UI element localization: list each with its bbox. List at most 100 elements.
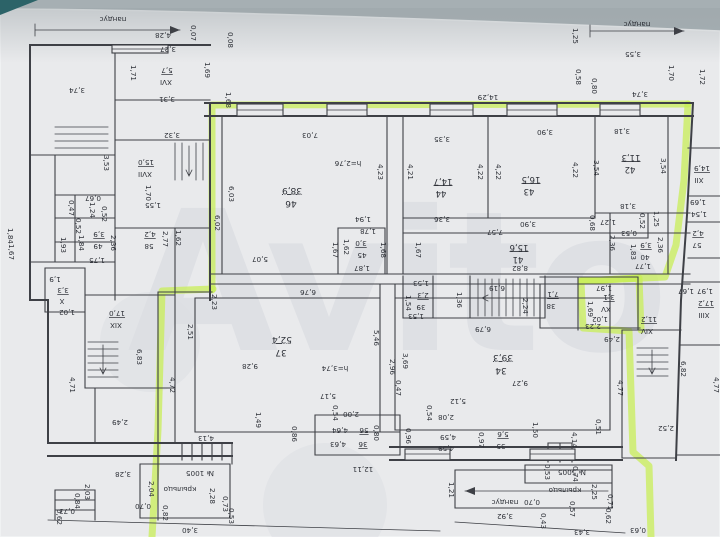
plan-label: 8,82	[512, 264, 528, 273]
plan-label: 4,2	[692, 229, 703, 238]
plan-label: 4,71	[68, 377, 77, 393]
plan-label: 5,7	[161, 66, 172, 75]
plan-label: 41	[513, 254, 524, 264]
plan-label: 39	[416, 303, 426, 312]
plan-label: 0,71	[606, 494, 615, 510]
plan-label: 1,25	[571, 28, 580, 44]
plan-label: крыльцо	[164, 485, 197, 494]
plan-label: 0,82	[161, 505, 170, 521]
plan-label: 0,54	[425, 405, 434, 421]
plan-label: 0,73	[221, 496, 230, 512]
plan-label: 15,0	[138, 158, 154, 167]
plan-label: 1,54	[404, 295, 413, 311]
stairs-icon	[174, 142, 204, 181]
plan-label: № 1005	[186, 469, 214, 478]
plan-label: h=3,74	[321, 364, 348, 373]
plan-label: 0,73	[59, 507, 75, 516]
window-icon	[111, 44, 641, 461]
plan-label: 1,36	[455, 292, 464, 308]
plan-label: 1,69	[690, 198, 706, 207]
plan-label: пандус	[623, 20, 650, 29]
plan-label: 0,62	[604, 508, 613, 524]
plan-label: 7,1	[547, 290, 558, 299]
plan-label: 1,49	[254, 412, 263, 428]
plan-label: 0,53	[543, 464, 552, 480]
paper-top-shading	[0, 8, 720, 63]
stairs-icon	[54, 126, 109, 156]
plan-label: 3,90	[520, 220, 536, 229]
plan-label: 49	[93, 242, 103, 251]
plan-label: 0,80	[590, 78, 599, 94]
plan-label: 11,3	[622, 152, 641, 162]
plan-label: 4,2	[144, 230, 155, 239]
stairs-icon	[477, 278, 537, 317]
plan-label: 0,96	[404, 428, 413, 444]
plan-label: 1,93	[59, 237, 68, 253]
plan-label: 4,22	[571, 162, 580, 178]
plan-label: 1,77	[635, 262, 651, 271]
plan-label: 4,21	[406, 164, 415, 180]
plan-label: 1,68	[224, 92, 233, 108]
plan-label: 56	[359, 426, 369, 435]
watermark-circle	[263, 443, 387, 537]
dimension-arrows	[170, 26, 684, 495]
plan-label: 57	[692, 241, 701, 250]
plan-label: 1,94	[355, 215, 371, 224]
plan-label: 4,59	[440, 433, 456, 442]
plan-label: XVII	[138, 170, 152, 179]
plan-label: 0,47	[394, 380, 403, 396]
plan-label: 2,36	[656, 237, 665, 253]
plan-label: 1,02	[592, 315, 608, 324]
plan-label: 2,23	[210, 294, 219, 310]
arrow-icon	[465, 487, 475, 495]
plan-label: 6,03	[227, 186, 236, 202]
plan-label: 1,97	[596, 284, 612, 293]
plan-label: 6,02	[213, 215, 222, 231]
plan-label: 2,3	[417, 291, 428, 300]
plan-label: 3,0	[355, 239, 367, 248]
plan-label: h=2,76	[334, 159, 361, 168]
plan-label: 14,7	[434, 176, 453, 186]
plan-label: XII	[694, 176, 703, 185]
plan-label: 3,1	[603, 293, 614, 302]
plan-label: 6,79	[475, 325, 491, 334]
plan-label: 0,07	[189, 25, 198, 41]
corner-object	[0, 0, 38, 15]
plan-label: 3,92	[497, 512, 513, 521]
plan-label: 0,80	[372, 425, 381, 441]
plan-label: 4,77	[616, 380, 625, 396]
stairs-icon	[636, 347, 669, 377]
plan-label: 14,29	[477, 93, 498, 102]
plan-label: 6,19	[489, 284, 505, 293]
plan-label: 4,28	[155, 31, 171, 40]
plan-label: 3,55	[625, 50, 641, 59]
plan-label: 6,83	[135, 349, 144, 365]
plan-label: 0,52	[638, 213, 647, 229]
plan-label: 0,68	[588, 215, 597, 231]
plan-label: 9,27	[512, 379, 528, 388]
plan-label: 38,9	[282, 185, 302, 195]
plan-label: 2,00	[343, 410, 359, 419]
plan-label: 37	[275, 347, 286, 357]
stairs	[54, 126, 669, 378]
plan-label: 4,59	[438, 444, 454, 453]
plan-label: 3,3	[57, 286, 68, 295]
plan-label: 3,31	[159, 95, 175, 104]
plan-label: 0,97	[477, 432, 486, 448]
plan-label: 2,49	[112, 418, 128, 427]
plan-label: 1,67	[678, 287, 694, 296]
plan-label: 1,62	[174, 230, 183, 246]
plan-label: 7,57	[487, 228, 503, 237]
plan-label: 1,70	[667, 65, 676, 81]
plan-label: 0,70	[524, 498, 540, 507]
plan-label: 1,83	[629, 244, 638, 260]
plan-label: 5,12	[450, 397, 466, 406]
plan-label: 3,54	[659, 158, 668, 174]
plan-label: пандус	[491, 498, 518, 507]
plan-label: 4,22	[494, 164, 503, 180]
plan-label: 1,69	[586, 301, 595, 317]
plan-label: 1,68	[379, 242, 388, 258]
plan-label: 1,71	[129, 65, 138, 81]
